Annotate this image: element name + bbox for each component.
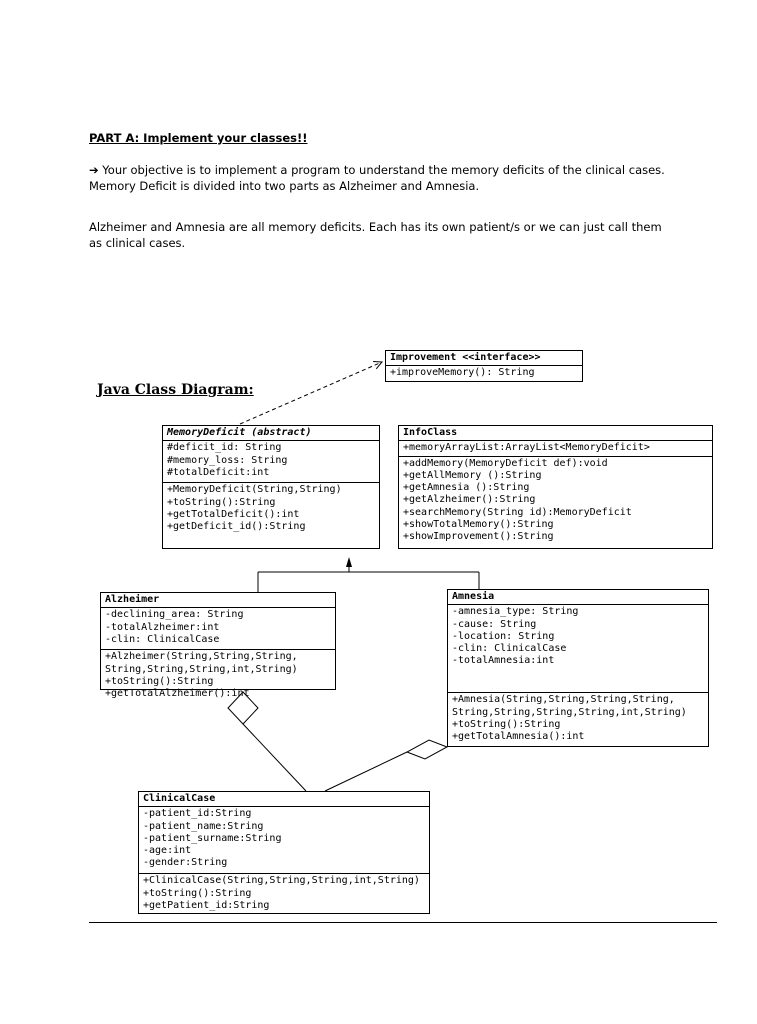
realization-line: [239, 362, 382, 425]
arrow-icon: ➔: [89, 163, 99, 177]
bottom-divider: [89, 922, 717, 923]
attribute: -clin: ClinicalCase: [452, 643, 567, 655]
method: +getAmnesia ():String: [403, 482, 530, 494]
method: +getAlzheimer():String: [403, 494, 536, 506]
method: +getTotalAmnesia():int: [452, 731, 585, 743]
class-methods: +MemoryDeficit(String,String) +toString(…: [163, 482, 379, 534]
attribute: +memoryArrayList:ArrayList<MemoryDeficit…: [403, 442, 650, 454]
attribute: -declining_area: String: [105, 609, 244, 621]
attribute: -location: String: [452, 630, 555, 642]
aggregation-line: [324, 751, 408, 792]
class-name: MemoryDeficit (abstract): [167, 427, 312, 438]
method: +MemoryDeficit(String,String): [167, 484, 342, 496]
attribute: -patient_name:String: [143, 820, 264, 832]
class-methods: +Alzheimer(String,String,String, String,…: [101, 649, 335, 701]
method: +toString():String: [105, 675, 214, 687]
aggregation-diamond: [405, 739, 449, 760]
method: +ClinicalCase(String,String,String,int,S…: [143, 875, 420, 887]
method: +toString():String: [452, 718, 561, 730]
class-alzheimer: Alzheimer -declining_area: String -total…: [100, 592, 336, 699]
method: +addMemory(MemoryDeficit def):void: [403, 457, 608, 469]
attribute: -patient_id:String: [143, 808, 252, 820]
class-info-class: InfoClass +memoryArrayList:ArrayList<Mem…: [398, 425, 713, 549]
memory-deficit-paragraph: Alzheimer and Amnesia are all memory def…: [89, 219, 689, 251]
attribute: -clin: ClinicalCase: [105, 633, 220, 645]
class-attributes: -patient_id:String -patient_name:String …: [139, 806, 429, 873]
attribute: #deficit_id: String: [167, 442, 282, 454]
class-methods: +Amnesia(String,String,String,String, St…: [448, 692, 708, 744]
method: +searchMemory(String id):MemoryDeficit: [403, 506, 632, 518]
aggregation-line: [242, 723, 307, 792]
paragraph-line: ➔ Your objective is to implement a progr…: [89, 163, 665, 177]
attribute: -gender:String: [143, 857, 228, 869]
method: +improveMemory(): String: [390, 367, 535, 379]
attribute: #totalDeficit:int: [167, 466, 270, 478]
class-name: InfoClass: [403, 427, 458, 438]
attribute: -amnesia_type: String: [452, 606, 579, 618]
method: String,String,String,String,int,String): [452, 706, 687, 718]
attribute: -patient_surname:String: [143, 832, 282, 844]
attribute: -totalAlzheimer:int: [105, 621, 220, 633]
class-name: Amnesia: [452, 591, 495, 602]
method: +showImprovement():String: [403, 531, 554, 543]
method: +showTotalMemory():String: [403, 519, 554, 531]
attribute: -totalAmnesia:int: [452, 655, 555, 667]
method: +toString():String: [167, 496, 276, 508]
paragraph-line: Memory Deficit is divided into two parts…: [89, 179, 480, 193]
method: +toString():String: [143, 887, 252, 899]
class-attributes: #deficit_id: String #memory_loss: String…: [163, 440, 379, 482]
class-memory-deficit: MemoryDeficit (abstract) #deficit_id: St…: [162, 425, 380, 549]
class-amnesia: Amnesia -amnesia_type: String -cause: St…: [447, 589, 709, 747]
attribute: #memory_loss: String: [167, 454, 288, 466]
class-attributes: -declining_area: String -totalAlzheimer:…: [101, 607, 335, 649]
class-methods: +ClinicalCase(String,String,String,int,S…: [139, 873, 429, 913]
diagram-title: Java Class Diagram:: [97, 382, 254, 398]
class-clinical-case: ClinicalCase -patient_id:String -patient…: [138, 791, 430, 914]
class-name: ClinicalCase: [143, 793, 216, 804]
method: String,String,String,int,String): [105, 663, 298, 675]
class-improvement: Improvement <<interface>> +improveMemory…: [385, 350, 583, 382]
class-name: Alzheimer: [105, 594, 160, 605]
paragraph-line: as clinical cases.: [89, 236, 186, 250]
class-name: Improvement <<interface>>: [390, 352, 541, 363]
inheritance-arrow: [346, 557, 352, 567]
attribute: -cause: String: [452, 618, 537, 630]
class-attributes: -amnesia_type: String -cause: String -lo…: [448, 604, 708, 692]
method: +getTotalDeficit():int: [167, 508, 300, 520]
method: +getPatient_id:String: [143, 899, 270, 911]
class-attributes: +memoryArrayList:ArrayList<MemoryDeficit…: [399, 440, 712, 455]
class-methods: +addMemory(MemoryDeficit def):void +getA…: [399, 455, 712, 545]
class-methods: +improveMemory(): String: [386, 365, 582, 380]
paragraph-line: Alzheimer and Amnesia are all memory def…: [89, 220, 662, 234]
method: +getDeficit_id():String: [167, 521, 306, 533]
method: +Alzheimer(String,String,String,: [105, 651, 298, 663]
attribute: -age:int: [143, 845, 192, 857]
method: +Amnesia(String,String,String,String,: [452, 694, 675, 706]
method: +getAllMemory ():String: [403, 469, 542, 481]
method: +getTotalAlzheimer():int: [105, 688, 250, 700]
objective-paragraph: ➔ Your objective is to implement a progr…: [89, 162, 689, 194]
page-heading: PART A: Implement your classes!!: [89, 131, 308, 145]
